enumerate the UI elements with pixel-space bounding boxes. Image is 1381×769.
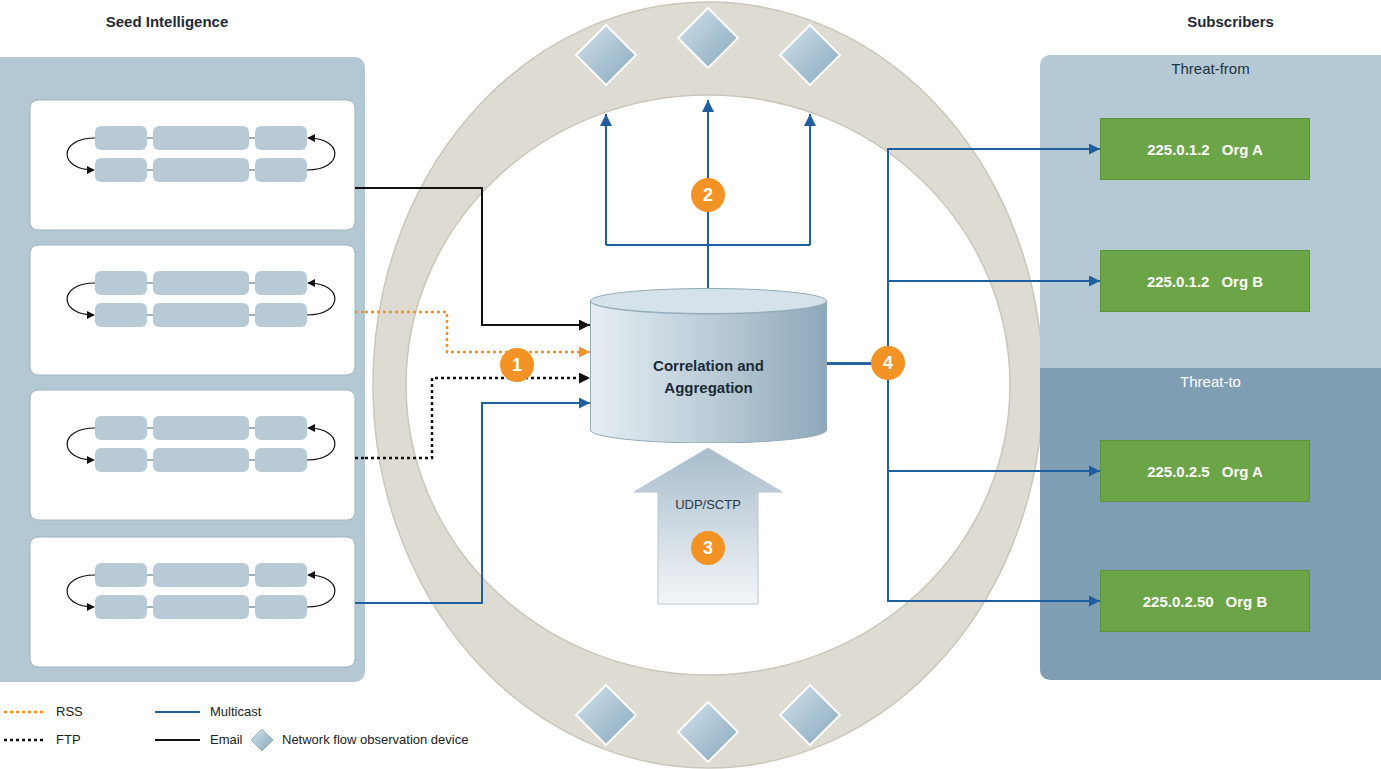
legend-text: RSS <box>56 704 83 720</box>
flow-connector <box>365 403 590 603</box>
flow-connector <box>365 188 590 325</box>
legend-sample <box>251 729 273 751</box>
legend-text: FTP <box>56 732 81 748</box>
callout-number: 2 <box>691 178 725 212</box>
flow-connector <box>365 312 590 352</box>
panel-group: SubscribersThreat-from225.0.1.2Org A225.… <box>1040 10 1381 680</box>
database-label: Correlation and Aggregation <box>653 355 765 399</box>
callout-number: 4 <box>871 346 905 380</box>
panel-heading: Seed Intelligence <box>0 10 334 32</box>
flow-connector <box>827 364 1100 472</box>
protocol-label: UDP/SCTP <box>675 497 741 512</box>
subscriber-label: Org A <box>1222 463 1263 480</box>
subscriber-box: 225.0.2.5 Org A <box>1100 440 1310 502</box>
ring-interior <box>406 95 1010 675</box>
subscriber-label: 225.0.1.2 <box>1147 273 1210 290</box>
subscriber-label: Org B <box>1221 273 1263 290</box>
legend-sample <box>155 711 200 713</box>
legend-text: Email <box>210 732 243 748</box>
flow-device-diamonds <box>576 8 840 762</box>
band-heading: Threat-from <box>1040 55 1381 78</box>
subscriber-box: 225.0.2.50 Org B <box>1100 570 1310 632</box>
legend-sample <box>4 711 46 714</box>
observation-ring <box>373 2 1043 768</box>
seed-source-illustration <box>0 10 365 682</box>
subscriber-label: 225.0.1.2 <box>1147 141 1210 158</box>
subscriber-label: Org B <box>1226 593 1268 610</box>
panel-heading: Subscribers <box>1040 10 1381 32</box>
callout-number: 1 <box>500 348 534 382</box>
flow-input-arrow <box>634 448 782 604</box>
subscriber-box: 225.0.1.2 Org A <box>1100 118 1310 180</box>
subscriber-label: 225.0.2.5 <box>1147 463 1210 480</box>
panel-group: Seed Intelligence <box>0 10 365 682</box>
group-band: Threat-to 225.0.2.5 Org A 225.0.2.50 Org B <box>1040 368 1381 680</box>
legend-text: Multicast <box>210 704 261 720</box>
flow-connector <box>827 364 1100 602</box>
group-band: Threat-from225.0.1.2Org A225.0.1.2Org B <box>1040 55 1381 368</box>
flow-connector <box>365 378 590 458</box>
legend-text: Network flow observation device <box>282 732 468 748</box>
subscriber-box: 225.0.1.2 Org B <box>1100 250 1310 312</box>
callout-number: 3 <box>691 531 725 565</box>
flow-connector <box>827 281 1100 364</box>
legend-sample <box>4 739 46 742</box>
database-cylinder: Correlation and Aggregation <box>590 288 827 443</box>
band-heading: Threat-to <box>1040 368 1381 391</box>
distribution-arrows <box>606 100 810 288</box>
legend-sample <box>155 739 200 741</box>
subscriber-label: 225.0.2.50 <box>1143 593 1214 610</box>
subscriber-label: Org A <box>1222 141 1263 158</box>
flow-connector <box>827 149 1100 364</box>
